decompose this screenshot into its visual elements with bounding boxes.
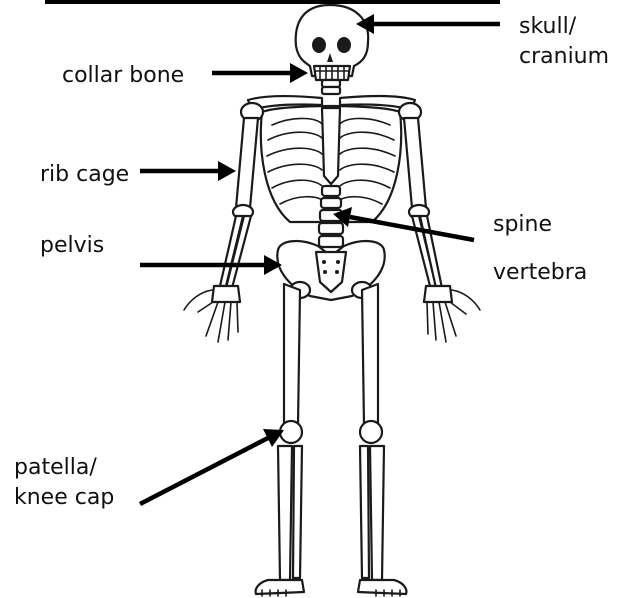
left-hand-drawing [184, 286, 240, 342]
rib-cage-label: rib cage [40, 160, 129, 190]
left-arm-drawing [220, 103, 263, 288]
skull-label-line-1: skull/ [519, 12, 609, 42]
right-arm-drawing [399, 103, 442, 288]
pelvis-arrow [140, 255, 282, 275]
neck-vertebrae [322, 80, 340, 94]
right-hand-drawing [424, 286, 480, 342]
pelvis-label: pelvis [40, 231, 104, 261]
right-leg-drawing [358, 284, 406, 596]
patella-label-line-2: knee cap [14, 483, 114, 513]
vertebra-label: vertebra [493, 258, 587, 288]
skull-arrow [356, 14, 500, 34]
patella-label: patella/ knee cap [14, 453, 114, 512]
skull-label: skull/ cranium [519, 12, 609, 71]
patella-label-line-1: patella/ [14, 453, 114, 483]
skull-drawing [296, 5, 368, 80]
spine-label: spine [493, 210, 552, 240]
collar-bone-arrow [212, 63, 308, 83]
rib-cage-arrow [140, 161, 236, 181]
skull-label-line-2: cranium [519, 42, 609, 72]
patella-arrow [140, 429, 284, 504]
collar-bone-label: collar bone [62, 61, 184, 91]
